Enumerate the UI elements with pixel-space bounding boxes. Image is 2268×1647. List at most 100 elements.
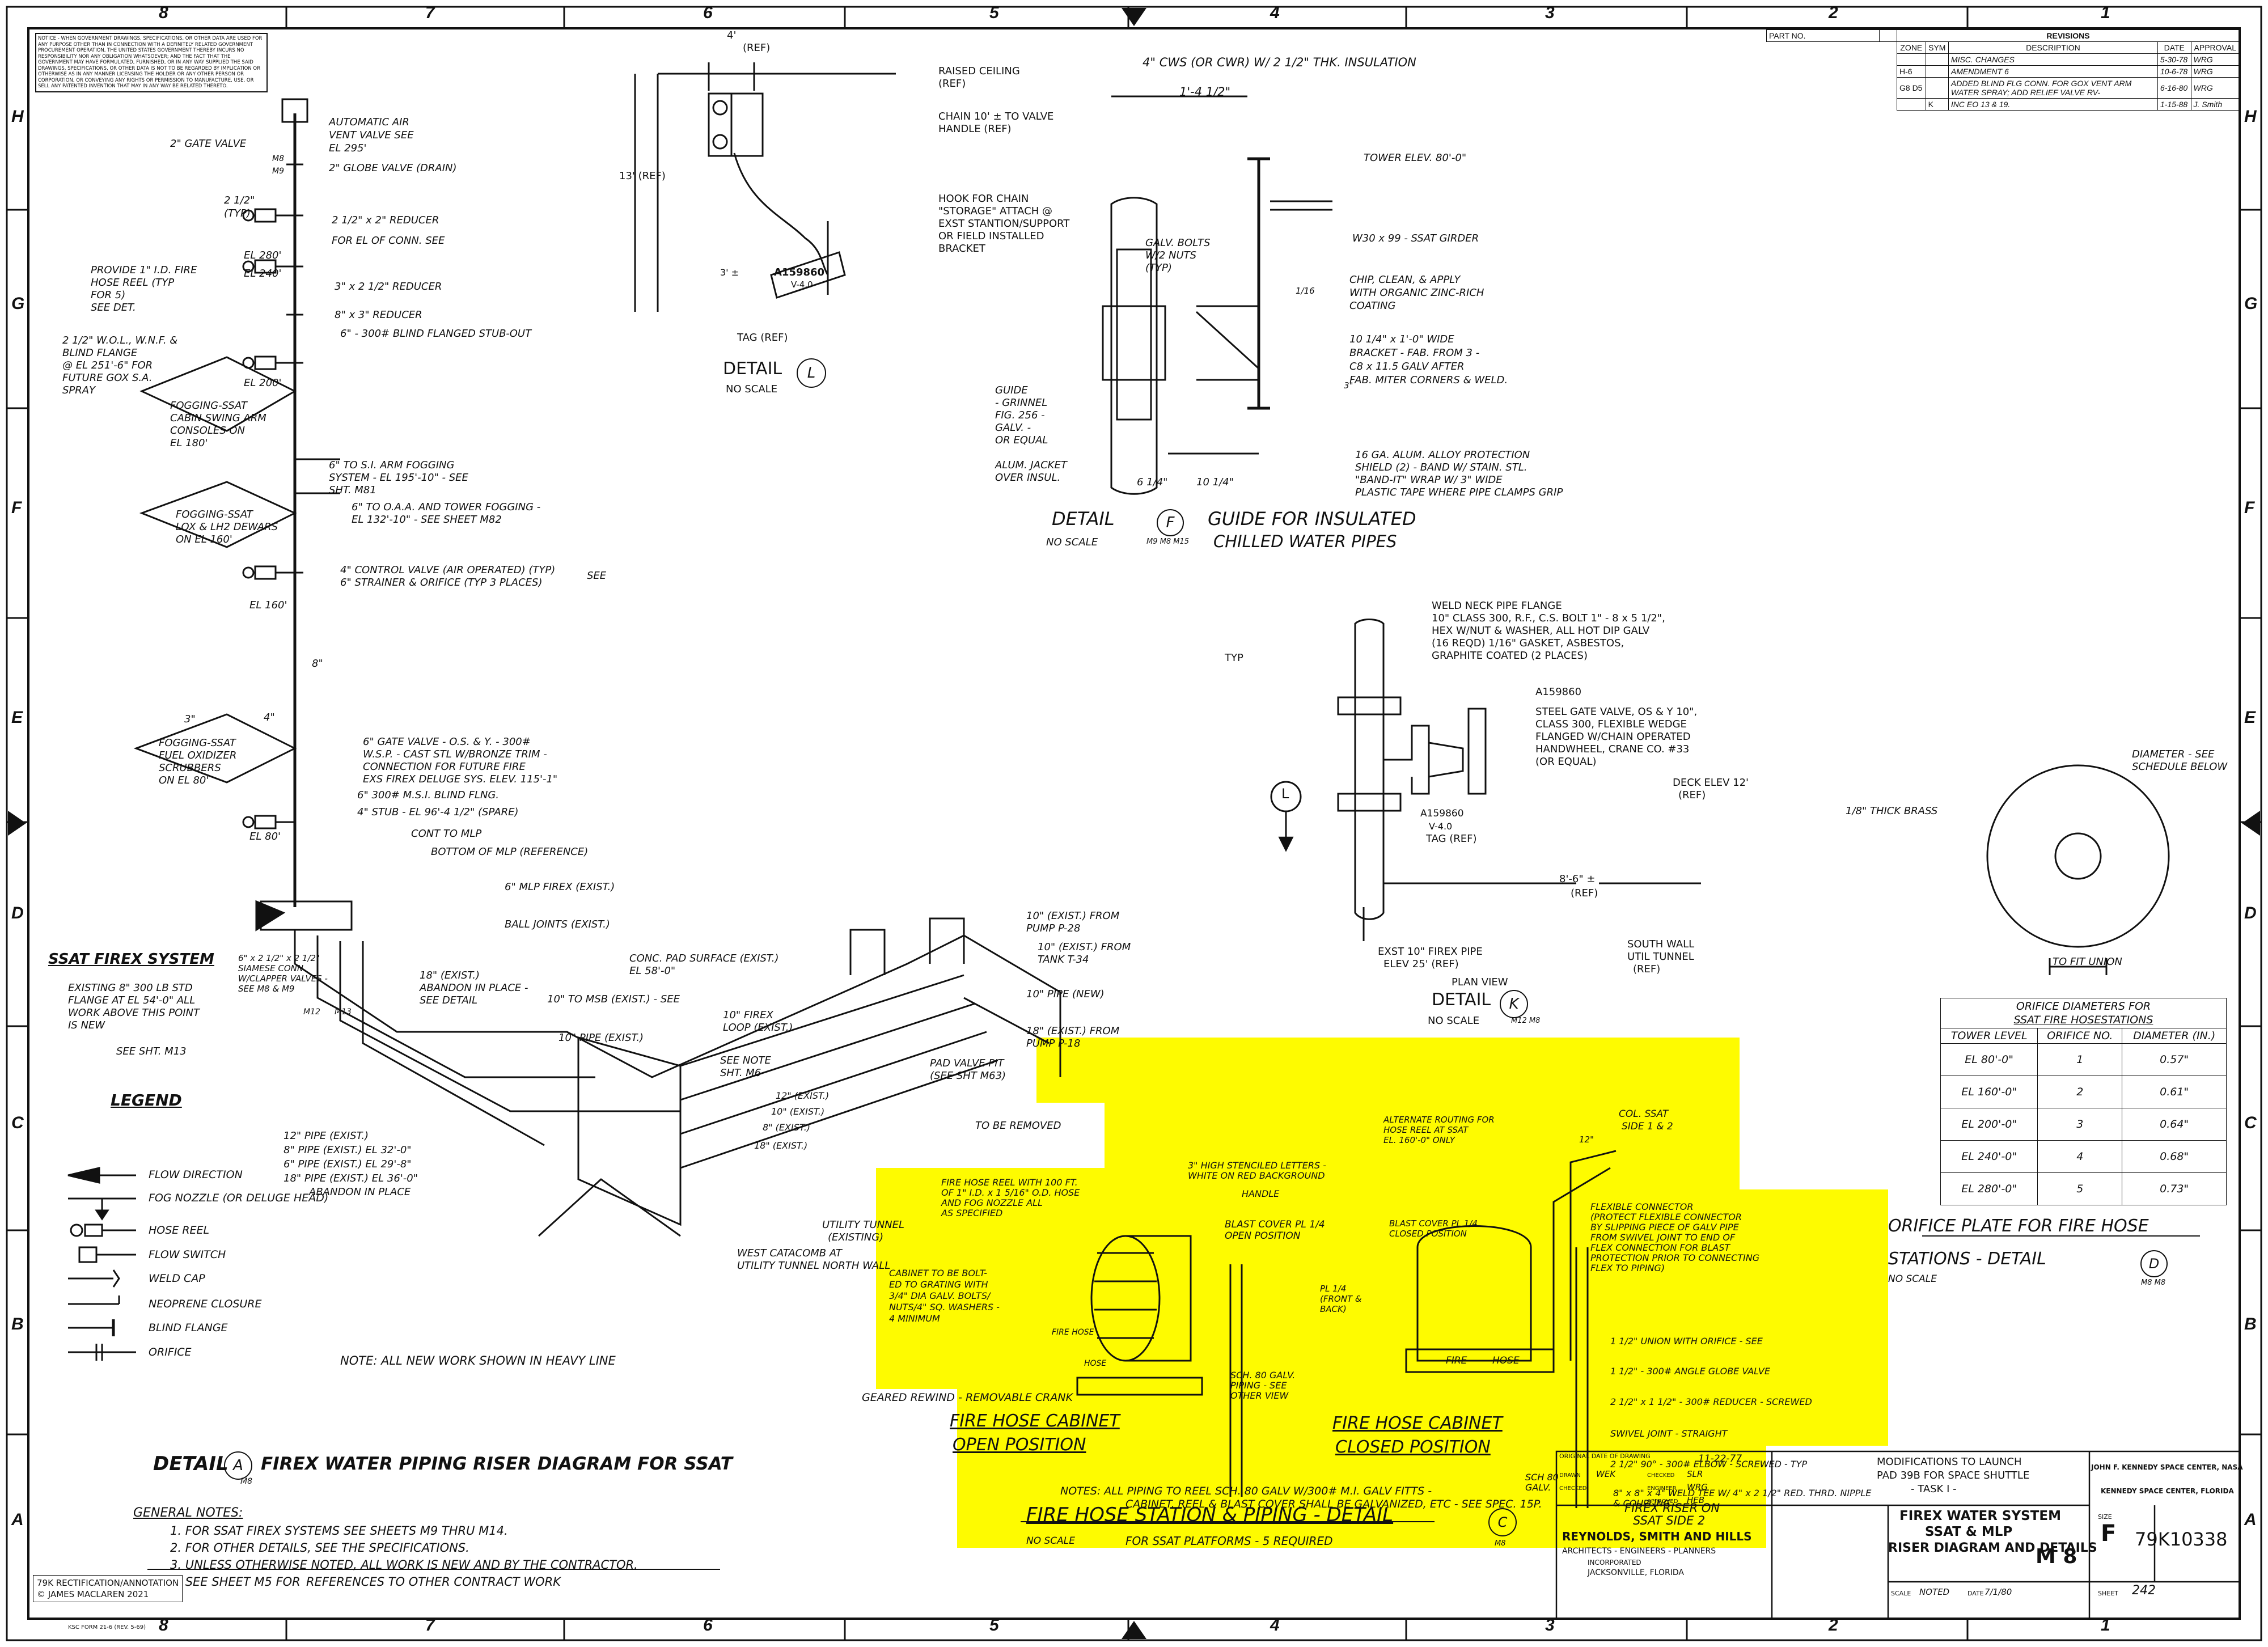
orifice-cell: EL 280'-0" <box>1940 1172 2038 1205</box>
detail-c-label-16: PIPING - SEE <box>1230 1380 1287 1391</box>
detail-c-letter: C <box>1488 1508 1517 1536</box>
detail-l-label-7: "STORAGE" ATTACH @ <box>938 205 1052 217</box>
cabinet-open-subtitle: OPEN POSITION <box>953 1435 1086 1455</box>
detail-l-drawing <box>634 62 896 312</box>
riser-label-35: ON EL 160' <box>176 534 232 545</box>
riser-label-91: 6" PIPE (EXIST.) EL 29'-8" <box>284 1158 412 1170</box>
detail-f-label-21: ALUM. JACKET <box>995 459 1067 471</box>
detail-c-label-28: SIDE 1 & 2 <box>1622 1121 1673 1132</box>
sheet-label: SHEET <box>2098 1590 2118 1597</box>
riser-label-89: 12" PIPE (EXIST.) <box>284 1130 369 1142</box>
detail-f-title-2: CHILLED WATER PIPES <box>1213 532 1397 551</box>
riser-label-56: 6" MLP FIREX (EXIST.) <box>505 881 615 893</box>
size-value: F <box>2101 1521 2117 1547</box>
size-label: SIZE <box>2098 1513 2112 1521</box>
revision-sym: K <box>1925 98 1949 111</box>
detail-l-word: DETAIL <box>723 359 782 379</box>
modifications-line-2: PAD 39B FOR SPACE SHUTTLE <box>1877 1470 2030 1481</box>
detail-l-scale: NO SCALE <box>726 383 778 395</box>
detail-d-label-0: 1/8" THICK BRASS <box>1846 805 1938 817</box>
detail-d-title-1: ORIFICE PLATE FOR FIRE HOSE <box>1888 1216 2149 1236</box>
zone-col-top-6: 6 <box>703 3 713 22</box>
detail-l-label-15: TAG (REF) <box>737 332 788 344</box>
legend-item-6: BLIND FLANGE <box>149 1322 228 1334</box>
detail-k-label-10: HANDWHEEL, CRANE CO. #33 <box>1535 743 1690 755</box>
revision-date: 6-16-80 <box>2157 77 2191 99</box>
riser-label-27: EL 180' <box>170 437 208 449</box>
revision-zone: G8 D5 <box>1897 77 1926 99</box>
detail-c-label-38: 2 1/2" x 1 1/2" - 300# REDUCER - SCREWED <box>1610 1396 1812 1407</box>
general-note-4: REFERENCES TO OTHER CONTRACT WORK <box>306 1575 561 1589</box>
detail-c-label-44: GALV. <box>1525 1482 1551 1493</box>
revision-header-1: SYM <box>1925 41 1949 54</box>
detail-l-label-4: CHAIN 10' ± TO VALVE <box>938 111 1054 122</box>
zone-row-left-C: C <box>11 1113 24 1132</box>
title-block-field-6: ENGINEER <box>1647 1485 1677 1492</box>
riser-label-87: (SEE SHT M63) <box>930 1070 1006 1082</box>
riser-label-20: @ EL 251'-6" FOR <box>62 359 153 371</box>
riser-label-31: 6" TO O.A.A. AND TOWER FOGGING - <box>352 501 541 513</box>
riser-label-97: UTILITY TUNNEL NORTH WALL <box>737 1260 891 1272</box>
title-block-frame <box>1555 1450 2241 1620</box>
revision-zone <box>1897 53 1926 66</box>
riser-label-25: CABIN SWING ARM <box>170 412 266 424</box>
riser-label-58: CONC. PAD SURFACE (EXIST.) <box>629 952 779 964</box>
riser-label-10: PROVIDE 1" I.D. FIRE <box>91 264 197 276</box>
detail-f-label-14: 1/16 <box>1296 286 1315 296</box>
detail-c-label-7: NUTS/4" SQ. WASHERS - <box>889 1302 1000 1312</box>
detail-k-sheets: M12 M8 <box>1511 1017 1541 1025</box>
detail-f-label-10: 10 1/4" x 1'-0" WIDE <box>1349 333 1454 345</box>
detail-f-label-11: BRACKET - FAB. FROM 3 - <box>1349 347 1480 359</box>
zone-row-right-A: A <box>2244 1510 2257 1529</box>
detail-a-letter: A <box>224 1451 252 1480</box>
detail-l-label-8: EXST STANTION/SUPPORT <box>938 218 1070 230</box>
detail-k-label-22: SOUTH WALL <box>1627 938 1695 950</box>
detail-c-label-21: BLAST COVER PL 1/4 <box>1389 1218 1478 1229</box>
riser-label-102: M8 <box>272 154 284 163</box>
drawing-title-3: RISER DIAGRAM AND DETAILS <box>1888 1541 2097 1555</box>
detail-k-label-24: (REF) <box>1633 963 1661 975</box>
orifice-cell: EL 80'-0" <box>1940 1043 2038 1076</box>
detail-c-scale: NO SCALE <box>1026 1535 1076 1547</box>
zone-row-left-D: D <box>11 904 24 922</box>
detail-c-label-41: 8" x 8" x 4" WELD TEE W/ 4" x 2 1/2" RED… <box>1613 1488 1872 1498</box>
title-block-field-2: CHECKED <box>1647 1472 1675 1479</box>
riser-label-29: SYSTEM - EL 195'-10" - SEE <box>329 472 468 484</box>
riser-label-7: 2 1/2" x 2" REDUCER <box>332 214 439 226</box>
detail-f-label-15: 3" <box>1344 380 1353 391</box>
detail-c-notes-2: CABINET, REEL & BLAST COVER SHALL BE GAL… <box>1125 1498 1542 1510</box>
zone-col-top-2: 2 <box>1829 3 1838 22</box>
detail-c-label-19: HOSE REEL AT SSAT <box>1383 1125 1469 1135</box>
riser-label-21: FUTURE GOX S.A. <box>62 372 153 384</box>
revision-appr: WRG <box>2190 65 2240 78</box>
zone-row-left-E: E <box>11 708 23 727</box>
riser-label-51: EXS FIREX DELUGE SYS. ELEV. 115'-1" <box>363 773 558 785</box>
detail-f-scale: NO SCALE <box>1046 536 1098 548</box>
detail-f-label-9: COATING <box>1349 300 1396 312</box>
detail-c-label-33: FLEX CONNECTION FOR BLAST <box>1590 1242 1730 1253</box>
riser-label-103: M9 <box>272 167 284 176</box>
zone-col-top-7: 7 <box>425 3 435 22</box>
riser-label-1: VENT VALVE SEE <box>329 129 414 141</box>
riser-label-66: FLANGE AT EL 54'-0" ALL <box>68 994 196 1006</box>
general-note-2: 3. UNLESS OTHERWISE NOTED, ALL WORK IS N… <box>170 1558 638 1572</box>
riser-label-52: 6" 300# M.S.I. BLIND FLNG. <box>357 789 500 801</box>
detail-c-label-37: 1 1/2" - 300# ANGLE GLOBE VALVE <box>1610 1366 1770 1377</box>
zone-col-top-3: 3 <box>1545 3 1555 22</box>
original-date: 11-22-77 <box>1698 1453 1742 1464</box>
detail-c-label-8: 4 MINIMUM <box>889 1313 940 1324</box>
zone-col-top-5: 5 <box>989 3 999 22</box>
riser-label-93: ABANDON IN PLACE <box>309 1186 411 1198</box>
detail-c-label-15: SCH. 80 GALV. <box>1230 1370 1296 1381</box>
detail-c-label-17: OTHER VIEW <box>1230 1390 1289 1401</box>
detail-l-label-0: 4' <box>727 29 737 41</box>
zone-row-left-B: B <box>11 1315 24 1333</box>
detail-f-sheets: M9 M8 M15 <box>1146 537 1189 546</box>
drawing-title-1: FIREX WATER SYSTEM <box>1899 1509 2061 1523</box>
riser-label-96: WEST CATACOMB AT <box>737 1247 842 1259</box>
riser-label-46: ON EL 80' <box>159 774 209 786</box>
title-block-field-4: CHECKED <box>1559 1485 1587 1492</box>
